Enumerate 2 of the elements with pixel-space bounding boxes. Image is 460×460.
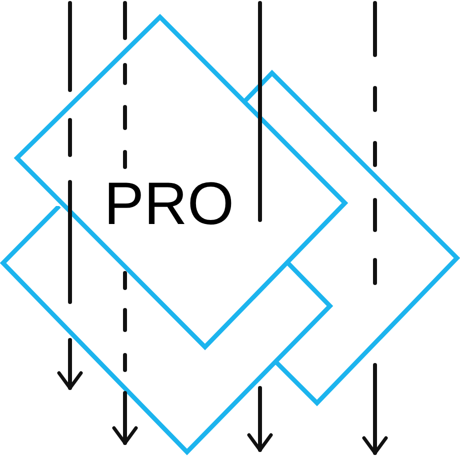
node-label: PRO [104, 174, 234, 234]
diamond-layer [13, 13, 349, 351]
